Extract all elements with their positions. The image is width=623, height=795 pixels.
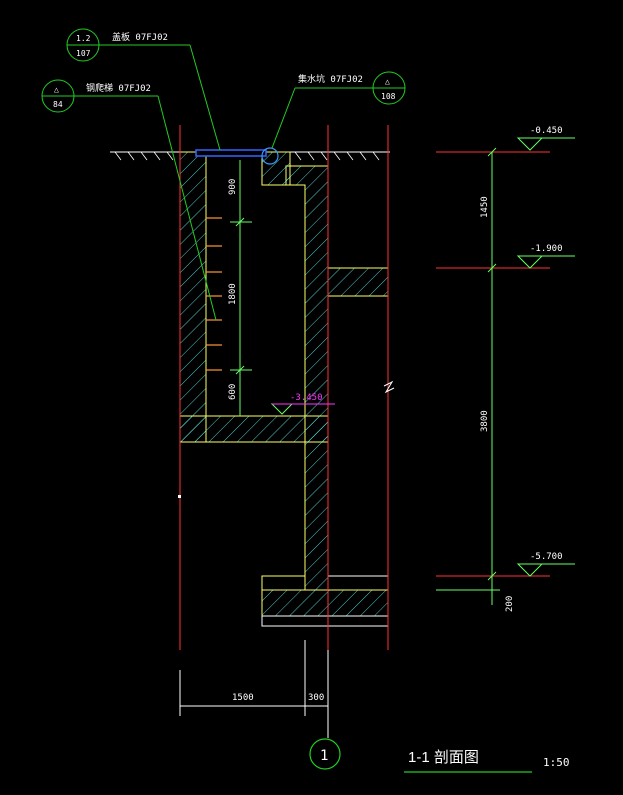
callout-drain: △ 108 集水坑 07FJ02 [271, 71, 406, 149]
title-scale: 1:50 [543, 756, 570, 769]
ground-right [290, 151, 390, 161]
cover-plate [195, 149, 267, 157]
bottom-cushion [261, 615, 389, 627]
level-top-text: -0.450 [530, 126, 563, 136]
level-mid-text: -1.900 [530, 244, 563, 254]
axis-lines [179, 125, 550, 650]
dim-600: 600 [228, 384, 238, 400]
pit-bottom-slab [179, 415, 329, 443]
level-marker-pit: -3.450 [270, 393, 335, 415]
callout-drain-bottom: 108 [381, 92, 396, 101]
dim-3800: 3800 [480, 410, 490, 432]
callout-ladder-bottom: 84 [53, 100, 63, 109]
dimension-horizontal: 1500 300 [179, 640, 329, 716]
dim-900: 900 [228, 179, 238, 195]
callout-drain-top: △ [385, 77, 390, 86]
level-marker-bottom: -5.700 [516, 552, 575, 577]
axis-bubble: 1 [309, 650, 341, 770]
mid-floor-slab [327, 267, 389, 297]
callout-ladder-label: 钢爬梯 07FJ02 [86, 82, 151, 94]
callout-cover-bottom: 107 [76, 49, 91, 58]
callout-cover: 1.2 107 盖板 07FJ02 [66, 28, 221, 151]
cover-support [261, 151, 291, 186]
drain-circle [261, 147, 279, 165]
ground-left [110, 151, 180, 161]
callout-ladder-top: △ [54, 85, 59, 94]
callout-drain-label: 集水坑 07FJ02 [298, 73, 363, 85]
bottom-corner [261, 575, 306, 591]
dimension-vertical-right: 1450 3800 200 [480, 147, 515, 612]
break-mark [383, 380, 395, 394]
level-marker-top: -0.450 [516, 126, 575, 151]
dim-1800: 1800 [228, 283, 238, 305]
dimension-vertical-ladder: 900 1800 600 [228, 160, 252, 416]
bottom-floor-slab [261, 589, 389, 617]
level-bottom-text: -5.700 [530, 552, 563, 562]
axis-label: 1 [320, 748, 328, 764]
dim-300: 300 [308, 693, 324, 703]
level-marker-mid: -1.900 [516, 244, 575, 269]
main-wall [285, 165, 329, 591]
title-name: 1-1 剖面图 [408, 749, 479, 766]
callout-ladder: △ 84 钢爬梯 07FJ02 [41, 79, 217, 321]
ladder-rungs [206, 217, 222, 371]
level-pit-text: -3.450 [290, 393, 323, 403]
drawing-title: 1-1 剖面图 1:50 [404, 749, 570, 773]
dim-1450: 1450 [480, 196, 490, 218]
concrete-structure [179, 151, 389, 627]
callout-cover-top: 1.2 [76, 34, 91, 43]
dim-1500: 1500 [232, 693, 254, 703]
callout-cover-label: 盖板 07FJ02 [112, 31, 168, 43]
dim-200: 200 [505, 596, 515, 612]
